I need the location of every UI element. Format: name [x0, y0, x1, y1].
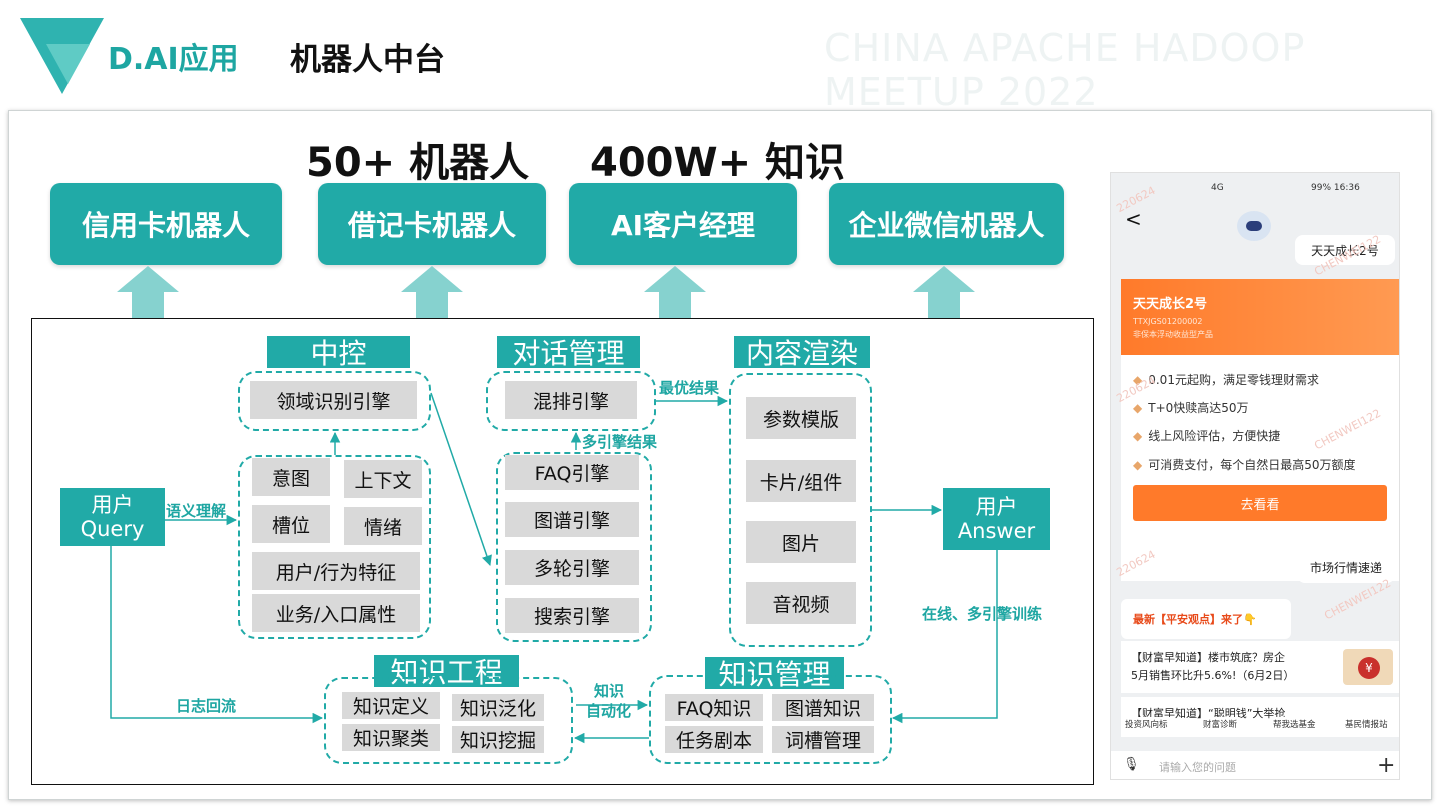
- up-arrow-icon: [913, 266, 975, 318]
- quick-chip[interactable]: 基民情报站: [1343, 717, 1390, 731]
- product-feature: ◆T+0快赎高达50万: [1133, 401, 1249, 415]
- microphone-icon[interactable]: 🎙: [1123, 757, 1140, 772]
- news-title: 最新【平安观点】来了👇: [1133, 613, 1257, 626]
- feature-box: 槽位: [252, 505, 330, 543]
- k-mgmt-box: 词槽管理: [772, 726, 874, 753]
- up-arrow-icon: [117, 266, 179, 318]
- user-message-bubble: 市场行情速递: [1297, 551, 1395, 583]
- k-eng-box: 知识泛化: [452, 694, 544, 721]
- input-bar: 🎙 请输入您的问题 +: [1111, 751, 1399, 779]
- label-online: 在线、多引擎训练: [922, 605, 1043, 623]
- product-feature: ◆0.01元起购，满足零钱理财需求: [1133, 373, 1319, 387]
- k-mgmt-box: FAQ知识: [665, 694, 763, 721]
- label-multi: 多引擎结果: [582, 433, 658, 451]
- user-answer-line1: 用户: [975, 494, 1018, 519]
- robot-ai-manager: AI客户经理: [569, 183, 797, 265]
- group-k-eng: [324, 677, 573, 764]
- product-card-title: 天天成长2号: [1133, 297, 1208, 312]
- section-title-k-mgmt: 知识管理: [705, 657, 844, 691]
- k-mgmt-box: 任务剧本: [665, 726, 763, 753]
- user-query-line2: Query: [80, 517, 145, 541]
- mix-engine-box: 混排引擎: [505, 381, 637, 419]
- feature-box: 情绪: [344, 507, 422, 545]
- product-card: 天天成长2号 TTXJGS01200002 非保本浮动收益型产品 ◆0.01元起…: [1121, 279, 1399, 581]
- header-brand: D.AI应用: [108, 42, 239, 77]
- robot-credit-card: 信用卡机器人: [50, 183, 282, 265]
- feature-box: 意图: [252, 458, 330, 496]
- feature-box: 上下文: [344, 460, 422, 498]
- label-best: 最优结果: [659, 379, 720, 397]
- engine-box: 多轮引擎: [505, 550, 639, 585]
- up-arrow-icon: [401, 266, 463, 318]
- feature-box: 用户/行为特征: [252, 552, 420, 590]
- label-auto-2: 自动化: [586, 702, 632, 720]
- product-feature: ◆线上风险评估，方便快捷: [1133, 429, 1281, 443]
- engine-box: FAQ引擎: [505, 455, 639, 490]
- user-query-line1: 用户: [91, 492, 134, 517]
- quick-chip[interactable]: 财富诊断: [1201, 717, 1240, 731]
- k-eng-box: 知识定义: [342, 692, 440, 719]
- quick-chip[interactable]: 投资风向标: [1123, 717, 1170, 731]
- engine-box: 图谱引擎: [505, 502, 639, 537]
- robot-avatar-icon: [1237, 211, 1271, 241]
- logo-triangle-inner: [46, 44, 90, 84]
- phone-watermark: CHENWEI122: [1322, 576, 1393, 623]
- product-card-code: TTXJGS01200002: [1133, 317, 1203, 326]
- news-header: 最新【平安观点】来了👇: [1121, 599, 1291, 639]
- news-line: 5月销售环比升5.6%!（6月2日）: [1131, 669, 1295, 682]
- product-card-subtitle: 非保本浮动收益型产品: [1133, 330, 1213, 339]
- user-message-bubble: 天天成长2号: [1295, 235, 1395, 265]
- message-input[interactable]: 请输入您的问题: [1159, 761, 1236, 774]
- product-card-header: [1121, 279, 1399, 355]
- section-title-dialog: 对话管理: [497, 336, 640, 370]
- group-engines: [496, 452, 652, 642]
- label-log: 日志回流: [176, 697, 237, 715]
- render-box: 参数模版: [746, 397, 856, 439]
- domain-engine-box: 领域识别引擎: [250, 381, 417, 419]
- up-arrow-icon: [644, 266, 706, 318]
- plus-icon[interactable]: +: [1377, 753, 1396, 778]
- render-box: 音视频: [746, 582, 856, 624]
- k-eng-box: 知识挖掘: [452, 726, 544, 753]
- quick-chip[interactable]: 帮我选基金: [1271, 717, 1318, 731]
- group-domain-engine: [238, 371, 431, 431]
- render-box: 卡片/组件: [746, 460, 856, 502]
- section-title-k-eng: 知识工程: [374, 655, 519, 689]
- group-render: [729, 373, 872, 647]
- stat-knowledge: 400W+ 知识: [590, 140, 846, 186]
- user-answer-box: 用户 Answer: [943, 488, 1050, 550]
- phone-screenshot: 4G 99% 16:36 < 天天成长2号 天天成长2号 TTXJGS01200…: [1110, 172, 1400, 780]
- label-semantic: 语义理解: [166, 502, 227, 520]
- render-box: 图片: [746, 521, 856, 563]
- phone-status-left: 4G: [1211, 183, 1224, 193]
- go-see-button[interactable]: 去看看: [1133, 485, 1387, 521]
- robot-debit-card: 借记卡机器人: [318, 183, 546, 265]
- back-icon[interactable]: <: [1125, 207, 1142, 231]
- news-line: 【财富早知道】“聪明钱”大举抢: [1131, 707, 1286, 720]
- header-title: 机器人中台: [290, 42, 445, 78]
- news-thumbnail: ¥: [1343, 649, 1393, 685]
- stat-robots: 50+ 机器人: [306, 140, 530, 186]
- k-eng-box: 知识聚类: [342, 724, 440, 751]
- feature-box: 业务/入口属性: [252, 594, 420, 632]
- group-k-mgmt: [649, 675, 892, 764]
- news-line: 【财富早知道】楼市筑底？房企: [1131, 651, 1285, 664]
- user-query-box: 用户 Query: [60, 488, 165, 546]
- robot-wecom: 企业微信机器人: [829, 183, 1064, 265]
- phone-status-right: 99% 16:36: [1311, 183, 1360, 193]
- header-watermark: CHINA APACHE HADOOP MEETUP 2022: [824, 26, 1306, 114]
- k-mgmt-box: 图谱知识: [772, 694, 874, 721]
- product-feature: ◆可消费支付，每个自然日最高50万额度: [1133, 458, 1356, 472]
- news-item[interactable]: 【财富早知道】楼市筑底？房企 5月销售环比升5.6%!（6月2日） ¥: [1121, 641, 1399, 693]
- user-answer-line2: Answer: [957, 519, 1036, 543]
- section-title-zhongkong: 中控: [267, 336, 410, 370]
- engine-box: 搜索引擎: [505, 598, 639, 633]
- section-title-render: 内容渲染: [734, 336, 870, 370]
- label-auto-1: 知识: [594, 682, 625, 700]
